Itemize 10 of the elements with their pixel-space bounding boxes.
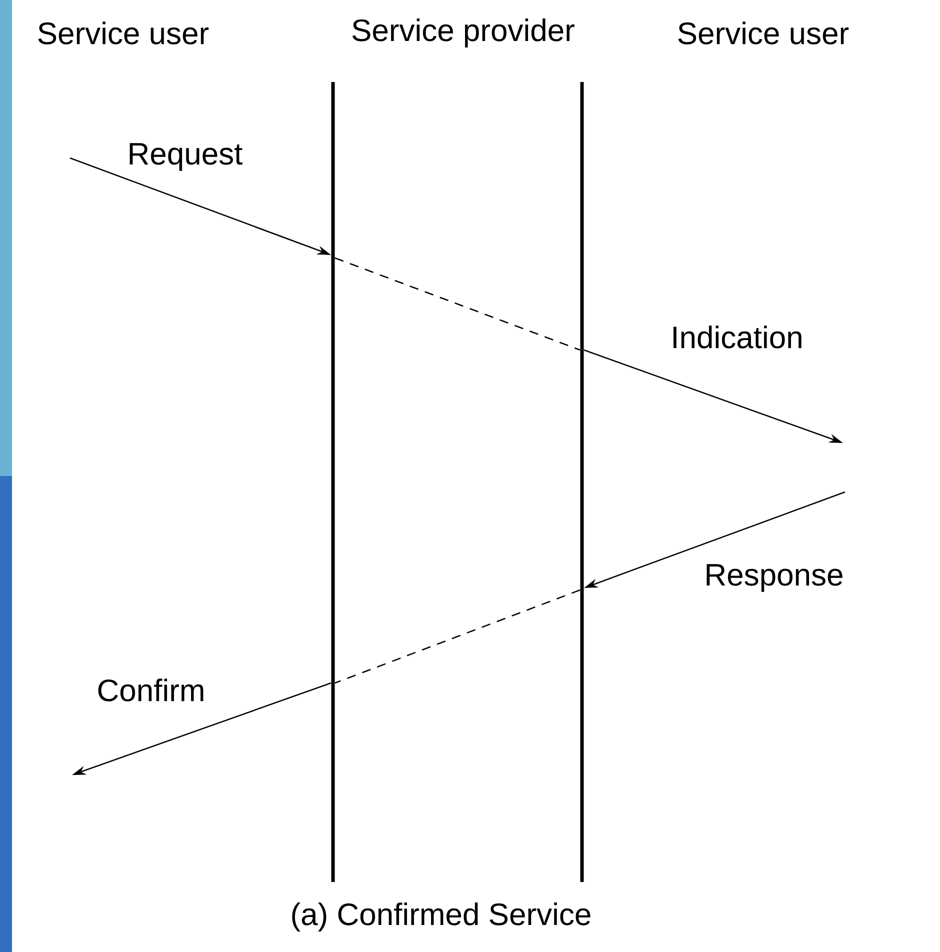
column-heading: Service user [38, 22, 209, 44]
edge-label: Indication [670, 324, 804, 350]
dashed-line [334, 589, 580, 684]
edge-label: Response [703, 563, 845, 593]
edge-label: Request [126, 142, 244, 172]
column-heading: Service provider [352, 18, 574, 48]
edge-label: Confirm [96, 678, 206, 702]
dashed-line [334, 257, 580, 351]
column-heading: Service user [678, 22, 849, 44]
caption: (a) Confirmed Service [292, 902, 590, 932]
